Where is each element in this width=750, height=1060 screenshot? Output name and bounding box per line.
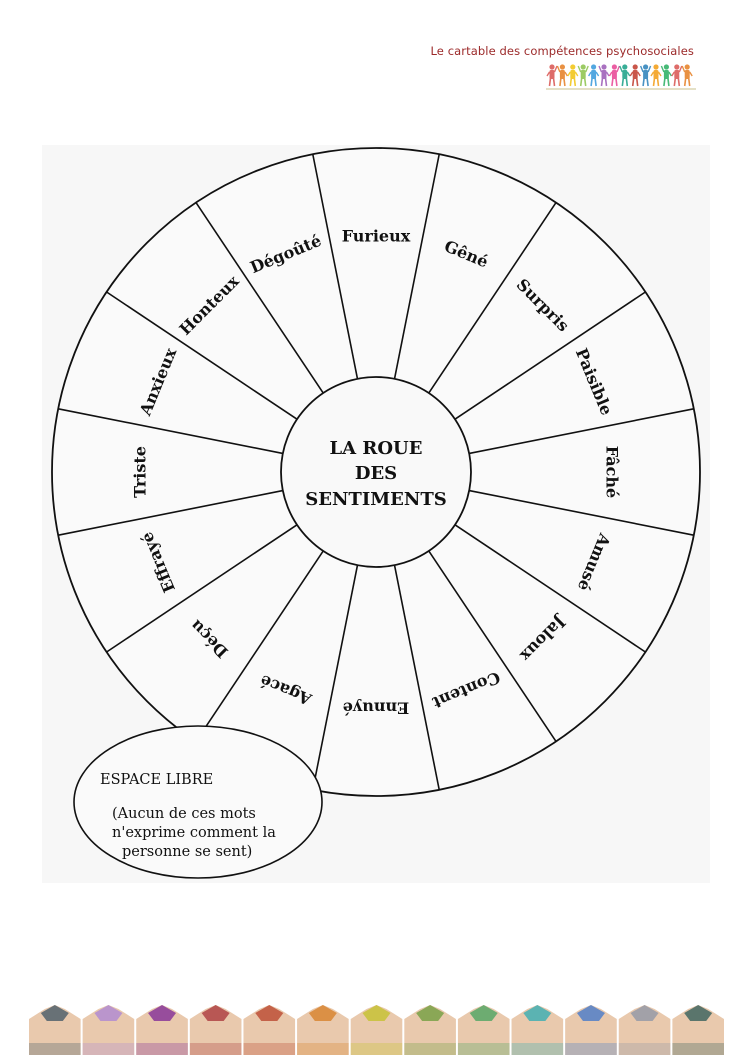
sector-divider: [393, 154, 440, 379]
sector-divider: [195, 550, 324, 742]
person-figure-icon: [577, 64, 589, 87]
person-figure-icon: [629, 64, 641, 87]
person-figure-icon: [567, 64, 579, 87]
center-title-line-1: LA ROUE: [330, 438, 423, 459]
sector-divider: [454, 291, 646, 420]
free-space-line-1: (Aucun de ces mots: [112, 806, 256, 822]
person-figure-icon: [608, 64, 621, 87]
sector-divider: [428, 550, 557, 742]
pencil-tip-icon: [242, 1005, 297, 1055]
person-figure-icon: [598, 64, 610, 87]
pencil-tip-icon: [403, 1005, 457, 1055]
person-figure-icon: [650, 64, 662, 87]
wheel-center: LA ROUE DES SENTIMENTS: [280, 376, 472, 568]
free-space-title: ESPACE LIBRE: [100, 772, 213, 788]
pencil-tip-icon: [188, 1005, 243, 1055]
pencil-tip-icon: [456, 1005, 511, 1055]
free-space-line-2: n'exprime comment la: [112, 825, 276, 841]
sector-divider: [106, 291, 298, 420]
pencil-tip-icon: [135, 1005, 189, 1055]
center-circle: [280, 376, 472, 568]
sector-divider: [469, 489, 694, 536]
sector-divider: [58, 489, 283, 536]
feelings-wheel: FurieuxGênéSurprisPaisibleFâchéAmuséJalo…: [51, 147, 701, 879]
person-figure-icon: [546, 64, 558, 87]
emotion-label: Fâché: [603, 446, 622, 498]
pencil-tip-icon: [671, 1005, 725, 1055]
sector-divider: [195, 202, 324, 394]
sector-divider: [312, 565, 359, 790]
header-title: Le cartable des compétences psychosocial…: [430, 44, 694, 58]
pencil-tip-icon: [28, 1005, 82, 1055]
free-space-bubble: ESPACE LIBRE (Aucun de ces mots n'exprim…: [73, 725, 323, 879]
pencil-tip-icon: [349, 1005, 404, 1055]
sector-divider: [428, 202, 557, 394]
sector-divider: [106, 524, 298, 653]
colored-pencils-strip: [28, 1005, 725, 1055]
person-figure-icon: [671, 64, 683, 87]
sector-divider: [58, 408, 283, 455]
person-figure-icon: [660, 64, 672, 87]
sector-divider: [312, 154, 359, 379]
pencil-tip-icon: [81, 1005, 136, 1055]
sector-divider: [469, 408, 694, 455]
emotion-label: Triste: [131, 446, 150, 498]
person-figure-icon: [619, 64, 631, 87]
person-figure-icon: [639, 64, 652, 87]
pencil-tip-icon: [296, 1005, 350, 1055]
free-space-line-3: personne se sent): [122, 844, 252, 860]
person-figure-icon: [588, 64, 600, 87]
emotion-label: Furieux: [342, 227, 411, 246]
person-figure-icon: [556, 64, 568, 87]
person-figure-icon: [681, 64, 693, 87]
sector-divider: [393, 565, 440, 790]
pencil-tip-icon: [510, 1005, 565, 1055]
people-logo-icon: [546, 64, 696, 90]
header: Le cartable des compétences psychosocial…: [431, 40, 700, 100]
center-title-line-2: DES: [355, 463, 397, 484]
pencil-tip-icon: [617, 1005, 672, 1055]
sector-divider: [454, 524, 646, 653]
emotion-label: Ennuyé: [343, 699, 410, 718]
pencil-tip-icon: [564, 1005, 618, 1055]
free-space-ellipse: [73, 725, 323, 879]
center-title-line-3: SENTIMENTS: [305, 489, 446, 510]
